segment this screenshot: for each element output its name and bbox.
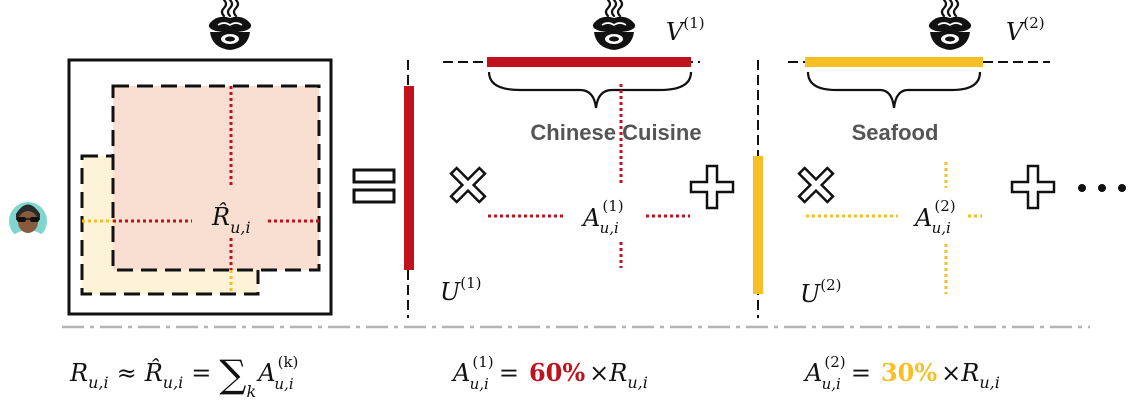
category-label: Seafood — [852, 120, 939, 145]
formula-1: A(1)u,i=60%×Ru,i — [451, 353, 648, 393]
percent-60: 60% — [529, 358, 585, 387]
user-avatar-icon — [9, 202, 47, 244]
plus-sign — [1010, 164, 1056, 210]
food-bowl-icon — [207, 0, 253, 52]
a1-label: A(1)u,i — [581, 197, 624, 237]
percent-30: 30% — [881, 358, 937, 387]
v1-label: V(1) — [666, 14, 705, 46]
brace — [806, 71, 982, 109]
v2-label: V(2) — [1006, 14, 1045, 46]
u2-label: U(2) — [800, 276, 841, 308]
plus-sign — [689, 164, 735, 210]
ellipsis — [1078, 184, 1126, 192]
factor-1: Chinese Cuisine A(1)u,i U(1) V(1) — [404, 14, 705, 318]
rhat-label: R̂u,i — [211, 203, 251, 237]
rating-matrix: R̂u,i — [67, 58, 333, 316]
category-label: Chinese Cuisine — [530, 120, 701, 145]
a2-label: A(2)u,i — [913, 197, 956, 237]
times-sign — [449, 166, 487, 204]
food-bowl-icon — [591, 0, 637, 52]
equals-sign — [352, 168, 396, 204]
brace — [487, 71, 693, 109]
times-sign — [797, 166, 835, 204]
u1-label: U(1) — [440, 274, 481, 306]
main-formula: Ru,i≈R̂u,i=∑kA(k)u,i — [69, 352, 298, 401]
food-bowl-icon — [927, 0, 973, 52]
factor-2: Seafood A(2)u,i U(2) V(2) — [753, 14, 1050, 318]
formula-2: A(2)u,i=30%×Ru,i — [803, 353, 1000, 393]
